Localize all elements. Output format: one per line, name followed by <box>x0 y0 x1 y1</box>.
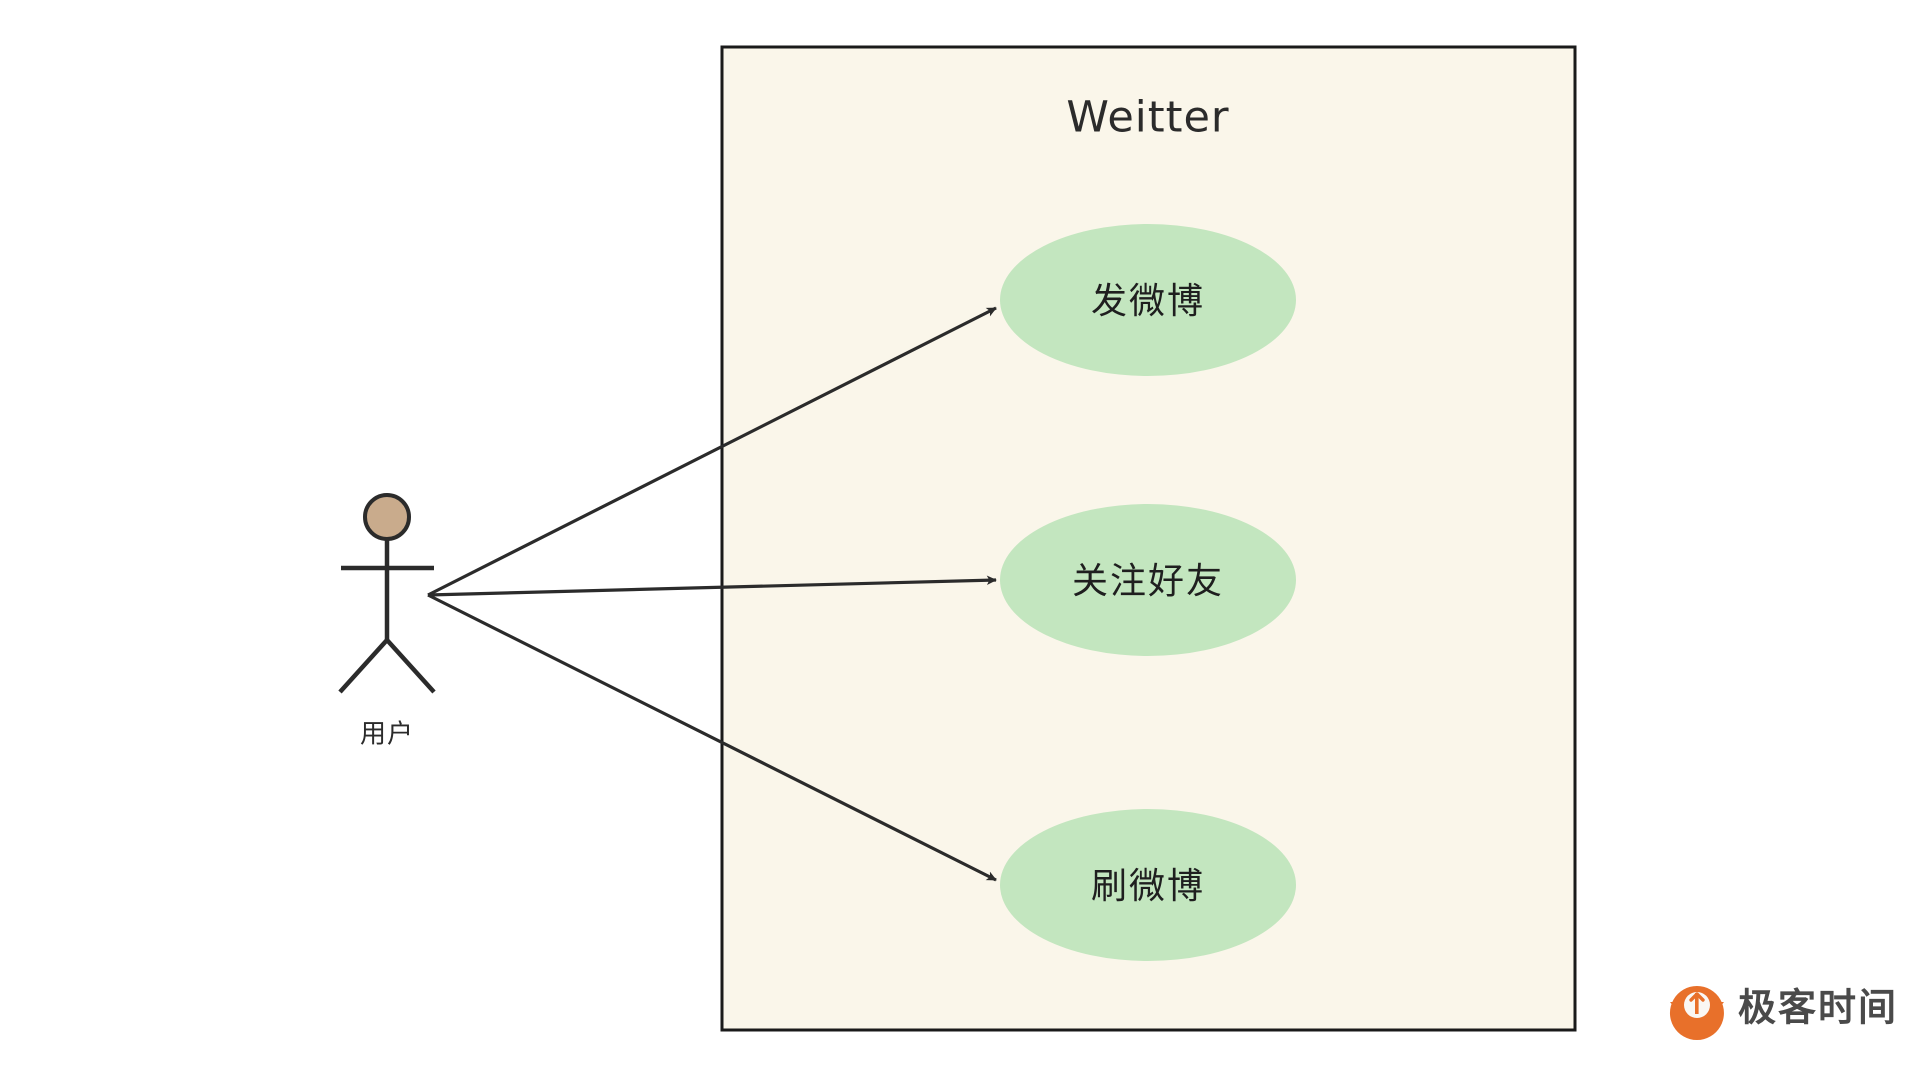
actor-label: 用户 <box>360 720 414 750</box>
use-case-label: 发微博 <box>1091 281 1205 322</box>
use-case-browse-weibo[interactable]: 刷微博 <box>1000 809 1296 961</box>
system-title: Weitter <box>1066 93 1229 143</box>
actor-leg-left-line <box>338 638 389 694</box>
actor-user[interactable]: 用户 <box>338 493 436 750</box>
watermark-label: 极客时间 <box>1738 986 1898 1030</box>
association-user-to-post-weibo[interactable] <box>427 306 997 597</box>
use-case-label: 刷微博 <box>1091 866 1205 907</box>
use-case-ellipse <box>1000 504 1296 656</box>
use-case-ellipse <box>1000 224 1296 376</box>
use-case-post-weibo[interactable]: 发微博 <box>1000 224 1296 376</box>
actor-leg-right-line <box>385 638 436 694</box>
use-case-follow-friends[interactable]: 关注好友 <box>1000 504 1296 656</box>
association-user-to-follow-friends[interactable] <box>427 575 997 597</box>
watermark-geektime: 极客时间 <box>1669 986 1898 1041</box>
geektime-logo-icon <box>1669 986 1724 1041</box>
use-case-ellipse <box>1000 809 1296 961</box>
association-lines <box>427 306 997 882</box>
use-case-label: 关注好友 <box>1072 561 1224 602</box>
actor-head-icon <box>363 493 411 541</box>
association-user-to-browse-weibo[interactable] <box>427 593 997 882</box>
